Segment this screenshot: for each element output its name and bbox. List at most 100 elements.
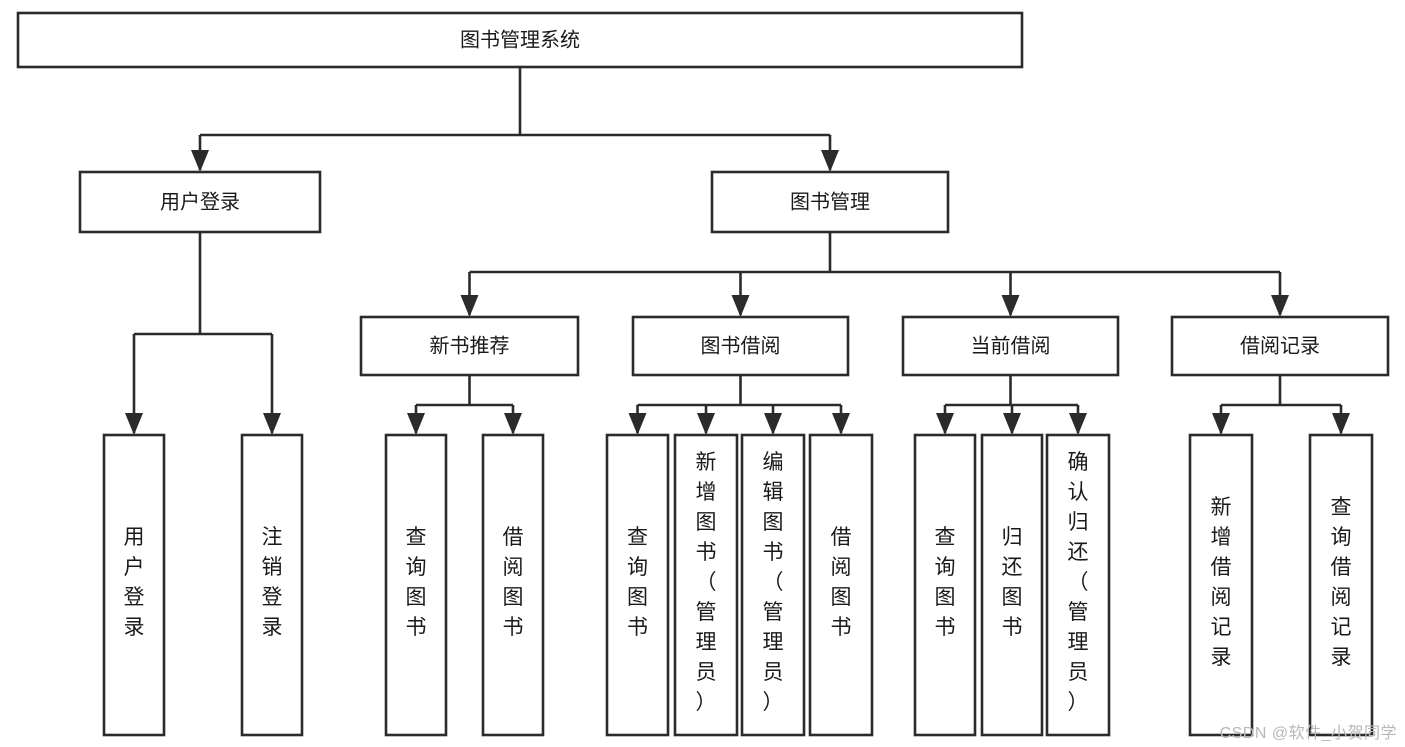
node-leaf-user-login-label-char: 用 bbox=[124, 526, 145, 549]
node-leaf-confirm-return-label-char: 还 bbox=[1068, 541, 1089, 564]
node-leaf-add-record-label-char: 录 bbox=[1211, 646, 1232, 669]
node-leaf-query-book-1-label-char: 图 bbox=[406, 586, 427, 609]
node-leaf-query-book-3-label-char: 书 bbox=[935, 616, 956, 639]
node-leaf-query-record-label-char: 记 bbox=[1331, 616, 1352, 639]
node-leaf-edit-book-label-char: （ bbox=[763, 571, 784, 594]
node-leaf-query-book-2-label-char: 图 bbox=[627, 586, 648, 609]
arrow-head-icon bbox=[263, 413, 281, 435]
arrow-head-icon bbox=[628, 413, 647, 435]
node-book-borrow-box bbox=[631, 315, 850, 377]
node-leaf-query-record-label-char: 询 bbox=[1331, 526, 1352, 549]
connector-layer bbox=[125, 67, 1350, 435]
arrow-head-icon bbox=[764, 413, 782, 435]
node-leaf-add-book-box bbox=[673, 433, 739, 737]
node-user-login[interactable]: 用户登录 bbox=[78, 170, 322, 234]
node-leaf-edit-book-label-char: 图 bbox=[763, 511, 784, 534]
node-leaf-query-book-1-label-char: 查 bbox=[406, 526, 427, 549]
node-leaf-borrow-book-2-label-char: 书 bbox=[831, 616, 852, 639]
node-leaf-add-book-label-char: 理 bbox=[696, 631, 717, 654]
node-leaf-edit-book-label-char: 辑 bbox=[763, 481, 784, 504]
node-root-system[interactable]: 图书管理系统 bbox=[16, 11, 1024, 69]
arrow-head-icon bbox=[936, 413, 954, 435]
node-leaf-edit-book-label-char: ） bbox=[763, 691, 784, 714]
node-leaf-user-logout-label-char: 销 bbox=[262, 556, 283, 579]
node-leaf-query-book-3-label-char: 查 bbox=[935, 526, 956, 549]
node-leaf-query-record-label-char: 查 bbox=[1331, 496, 1352, 519]
node-leaf-user-login-label-char: 登 bbox=[124, 586, 145, 609]
node-leaf-query-book-2-label-char: 询 bbox=[627, 556, 648, 579]
node-current-borrow[interactable]: 当前借阅 bbox=[901, 315, 1120, 377]
arrow-head-icon bbox=[832, 413, 850, 435]
arrow-head-icon bbox=[1069, 413, 1087, 435]
node-borrow-record[interactable]: 借阅记录 bbox=[1170, 315, 1390, 377]
node-leaf-edit-book-label-char: 编 bbox=[763, 451, 784, 474]
node-leaf-query-book-2-label-char: 查 bbox=[627, 526, 648, 549]
node-leaf-add-book-label-char: 管 bbox=[696, 601, 717, 624]
node-root-system-box bbox=[16, 11, 1024, 69]
node-leaf-add-book-label-char: 员 bbox=[696, 661, 717, 684]
node-leaf-confirm-return-label-char: 管 bbox=[1068, 601, 1089, 624]
node-leaf-user-logout-label-char: 注 bbox=[262, 526, 283, 549]
node-leaf-edit-book-label-char: 管 bbox=[763, 601, 784, 624]
node-leaf-confirm-return-box bbox=[1045, 433, 1111, 737]
node-leaf-borrow-book-2-label-char: 图 bbox=[831, 586, 852, 609]
node-leaf-borrow-book-1-box bbox=[481, 433, 545, 737]
node-leaf-edit-book-label-char: 员 bbox=[763, 661, 784, 684]
node-leaf-add-record-label-char: 记 bbox=[1211, 616, 1232, 639]
node-leaf-borrow-book-1-label-char: 阅 bbox=[503, 556, 524, 579]
arrow-head-icon bbox=[504, 413, 522, 435]
node-leaf-user-login-label-char: 户 bbox=[124, 556, 145, 579]
node-book-manage-box bbox=[710, 170, 950, 234]
node-new-book-recommend[interactable]: 新书推荐 bbox=[359, 315, 580, 377]
node-book-borrow[interactable]: 图书借阅 bbox=[631, 315, 850, 377]
node-leaf-confirm-return-label-char: （ bbox=[1068, 571, 1089, 594]
node-leaf-query-book-2-label-char: 书 bbox=[627, 616, 648, 639]
arrow-head-icon bbox=[407, 413, 425, 435]
arrow-head-icon bbox=[125, 413, 143, 435]
node-book-manage[interactable]: 图书管理 bbox=[710, 170, 950, 234]
node-leaf-confirm-return-label-char: 确 bbox=[1068, 451, 1089, 474]
node-leaf-return-book-label-char: 还 bbox=[1002, 556, 1023, 579]
node-leaf-return-book-label-char: 书 bbox=[1002, 616, 1023, 639]
node-leaf-query-record-box bbox=[1308, 433, 1374, 737]
node-leaf-edit-book-box bbox=[740, 433, 806, 737]
node-leaf-add-book-label-char: 增 bbox=[696, 481, 717, 504]
node-leaf-borrow-book-1-label-char: 书 bbox=[503, 616, 524, 639]
node-leaf-user-login[interactable]: 用户登录 bbox=[102, 433, 166, 737]
arrow-head-icon bbox=[1003, 413, 1021, 435]
arrow-head-icon bbox=[1001, 295, 1020, 317]
node-leaf-add-book-label-char: 图 bbox=[696, 511, 717, 534]
node-leaf-edit-book-label-char: 理 bbox=[763, 631, 784, 654]
node-leaf-borrow-book-2-label-char: 借 bbox=[831, 526, 852, 549]
node-leaf-query-record-label-char: 阅 bbox=[1331, 586, 1352, 609]
node-leaf-confirm-return-label-char: 员 bbox=[1068, 661, 1089, 684]
node-leaf-borrow-book-1-label-char: 图 bbox=[503, 586, 524, 609]
node-leaf-query-book-2-box bbox=[605, 433, 670, 737]
node-user-login-box bbox=[78, 170, 322, 234]
node-leaf-user-login-label-char: 录 bbox=[124, 616, 145, 639]
arrow-head-icon bbox=[697, 413, 715, 435]
node-current-borrow-box bbox=[901, 315, 1120, 377]
node-leaf-add-book-label-char: 书 bbox=[696, 541, 717, 564]
node-leaf-edit-book-label-char: 书 bbox=[763, 541, 784, 564]
node-leaf-query-book-1-box bbox=[384, 433, 448, 737]
arrow-head-icon bbox=[1332, 413, 1350, 435]
node-leaf-user-login-box bbox=[102, 433, 166, 737]
node-leaf-query-book-1-label-char: 书 bbox=[406, 616, 427, 639]
csdn-watermark: CSDN @软件_小贺同学 bbox=[1219, 725, 1397, 742]
node-leaf-user-logout-label-char: 录 bbox=[262, 616, 283, 639]
